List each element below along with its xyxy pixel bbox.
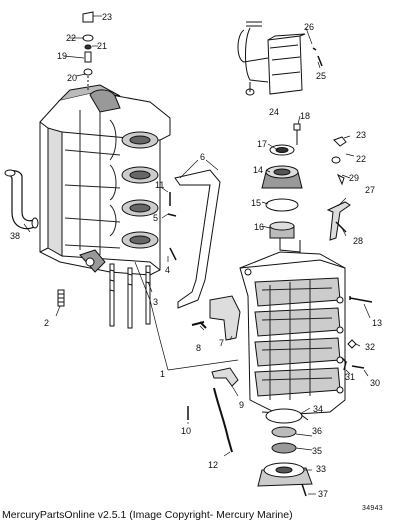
callout-20: 20 xyxy=(67,73,78,83)
callout-8: 8 xyxy=(196,343,202,353)
upper-seals xyxy=(261,144,303,253)
fastener xyxy=(349,296,373,303)
figure-number: 34943 xyxy=(362,505,383,512)
callout-14: 14 xyxy=(253,165,264,175)
callout-28: 28 xyxy=(353,236,364,246)
callout-31: 31 xyxy=(345,372,356,382)
callout-35: 35 xyxy=(312,446,323,456)
hose xyxy=(4,169,39,230)
callout-23-right: 23 xyxy=(356,130,367,140)
callout-37: 37 xyxy=(318,489,329,499)
callout-32: 32 xyxy=(365,342,376,352)
cylinder-bores xyxy=(121,131,159,249)
callout-25: 25 xyxy=(316,71,327,81)
bolt xyxy=(191,321,207,329)
cover-tiers xyxy=(254,277,341,397)
callout-9: 9 xyxy=(239,400,245,410)
callout-36: 36 xyxy=(312,426,323,436)
callout-17: 17 xyxy=(257,139,268,149)
callout-27: 27 xyxy=(365,185,376,195)
callout-13: 13 xyxy=(372,318,383,328)
callout-19: 19 xyxy=(57,51,68,61)
gasket xyxy=(174,169,221,309)
callout-4: 4 xyxy=(165,265,171,275)
cylinder-block xyxy=(39,84,171,329)
hose xyxy=(213,387,233,453)
top-left-hardware xyxy=(82,11,94,90)
callout-29: 29 xyxy=(349,173,360,183)
callout-33: 33 xyxy=(316,464,327,474)
callout-30: 30 xyxy=(370,378,381,388)
callout-6: 6 xyxy=(200,152,206,162)
callout-3: 3 xyxy=(153,297,159,307)
bracket xyxy=(211,367,239,387)
crankcase-cover xyxy=(239,251,346,421)
callout-5: 5 xyxy=(153,213,159,223)
lower-seals xyxy=(257,408,313,497)
callout-11: 11 xyxy=(155,180,165,190)
block-ribs xyxy=(64,110,121,255)
callout-23-top: 23 xyxy=(102,12,113,22)
image-caption: MercuryPartsOnline v2.5.1 (Image Copyrig… xyxy=(2,509,293,521)
callout-18: 18 xyxy=(300,111,311,121)
callout-24: 24 xyxy=(269,107,280,117)
bracket xyxy=(209,295,241,341)
callout-16: 16 xyxy=(254,222,265,232)
callout-7: 7 xyxy=(219,338,225,348)
bracket xyxy=(326,201,351,241)
callout-38: 38 xyxy=(10,231,21,241)
callout-22-top: 22 xyxy=(66,33,77,43)
right-hardware xyxy=(331,136,347,186)
screw xyxy=(312,47,323,67)
leader-lines xyxy=(23,15,371,495)
callout-34: 34 xyxy=(313,404,324,414)
callout-10: 10 xyxy=(181,426,192,436)
callout-22-right: 22 xyxy=(356,154,367,164)
coil-module xyxy=(237,21,306,96)
bolt xyxy=(293,123,301,145)
callout-15: 15 xyxy=(251,198,262,208)
callout-1: 1 xyxy=(160,369,166,379)
fastener xyxy=(167,192,177,261)
callout-2: 2 xyxy=(44,318,50,328)
callout-21: 21 xyxy=(97,41,108,51)
callout-12: 12 xyxy=(208,460,219,470)
callout-26: 26 xyxy=(304,22,315,32)
